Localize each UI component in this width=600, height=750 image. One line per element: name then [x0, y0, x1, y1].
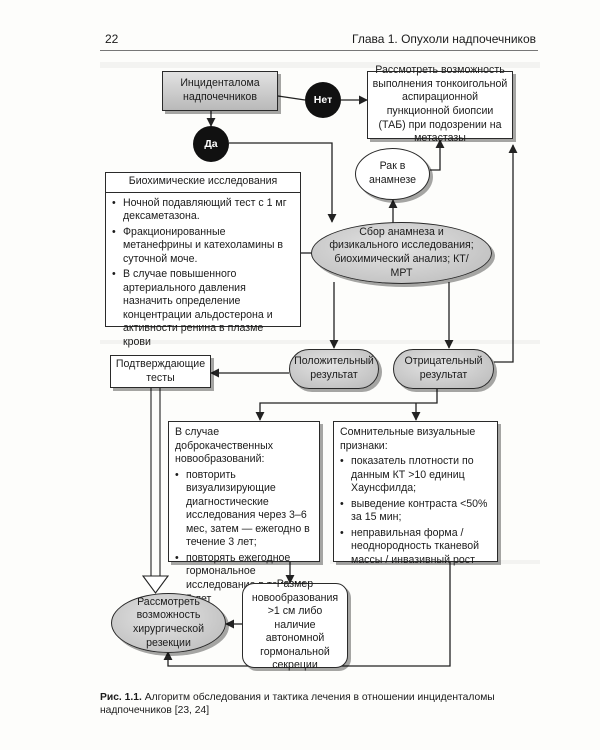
biopsy-label: Рассмотреть возможность выполнения тонко… — [372, 64, 508, 145]
incidentaloma-box: Инциденталома надпочечников — [162, 71, 278, 111]
surgery-oval: Рассмотреть возможность хирургической ре… — [111, 593, 226, 653]
yes-circle: Да — [193, 126, 229, 162]
yes-label: Да — [204, 138, 218, 150]
arrow-negative-split — [255, 388, 438, 421]
chapter-header: Глава 1. Опухоли надпочечников — [352, 32, 536, 46]
confirm-box: Подтверждающие тесты — [110, 355, 211, 388]
biochem-box: Биохимические исследования Ночной подавл… — [105, 172, 301, 348]
positive-oval: Положительный результат — [289, 349, 379, 389]
biochem-item: Фракционированные метанефрины и катехола… — [112, 226, 294, 267]
biochem-item: В случае повышенного артериального давле… — [112, 268, 294, 349]
benign-item: повторить визуализирующие диагностически… — [175, 469, 313, 550]
figure-caption: Рис. 1.1. Алгоритм обследования и тактик… — [100, 691, 542, 718]
workup-oval: Сбор анамнеза и физикального исследовани… — [311, 222, 492, 284]
bleed-through — [100, 340, 540, 344]
suspicious-box: Сомнительные визуальные признаки: показа… — [333, 421, 498, 566]
suspicious-item: выведение контраста <50% за 15 мин; — [340, 498, 491, 525]
suspicious-item: показатель плотности по данным КТ >10 ед… — [340, 455, 491, 496]
no-label: Нет — [313, 94, 333, 106]
confirm-label: Подтверждающие тесты — [115, 357, 206, 384]
surgery-label: Рассмотреть возможность хирургической ре… — [132, 595, 205, 649]
bleed-through — [100, 62, 540, 68]
double-arrow-head — [141, 575, 170, 594]
arrow-cancer-to-biopsy — [430, 139, 445, 171]
suspicious-list: показатель плотности по данным КТ >10 ед… — [340, 455, 491, 567]
header-rule — [100, 50, 538, 51]
size-box: Размер новообразования >1 см либо наличи… — [242, 578, 348, 671]
negative-label: Отрицательный результат — [404, 355, 483, 381]
positive-label: Положительный результат — [294, 355, 374, 381]
suspicious-title: Сомнительные визуальные признаки: — [340, 426, 476, 452]
biopsy-box: Рассмотреть возможность выполнения тонко… — [367, 64, 513, 144]
workup-label: Сбор анамнеза и физикального исследовани… — [329, 225, 474, 279]
negative-oval: Отрицательный результат — [393, 349, 494, 389]
cancer-history-label: Рак в анамнезе — [368, 160, 417, 186]
cancer-history-oval: Рак в анамнезе — [355, 148, 430, 200]
caption-text: Алгоритм обследования и тактика лечения … — [100, 692, 495, 717]
arrow-negative-to-biopsy — [494, 144, 518, 363]
suspicious-item: неправильная форма / неоднородность ткан… — [340, 527, 491, 568]
no-circle: Нет — [305, 82, 341, 118]
benign-box: В случае доброкачественных новообразован… — [168, 421, 320, 605]
arrow-incidentaloma-to-no — [277, 95, 306, 101]
benign-title: В случае доброкачественных новообразован… — [175, 426, 274, 466]
page-number: 22 — [105, 32, 119, 46]
biochem-list: Ночной подавляющий тест с 1 мг дексамета… — [106, 193, 300, 350]
biochem-title: Биохимические исследования — [106, 173, 300, 193]
incidentaloma-label: Инциденталома надпочечников — [180, 77, 260, 103]
size-label: Размер новообразования >1 см либо наличи… — [251, 578, 339, 672]
arrow-yes-to-workup — [229, 142, 337, 223]
biochem-item: Ночной подавляющий тест с 1 мг дексамета… — [112, 197, 294, 224]
caption-label: Рис. 1.1. — [100, 692, 142, 703]
